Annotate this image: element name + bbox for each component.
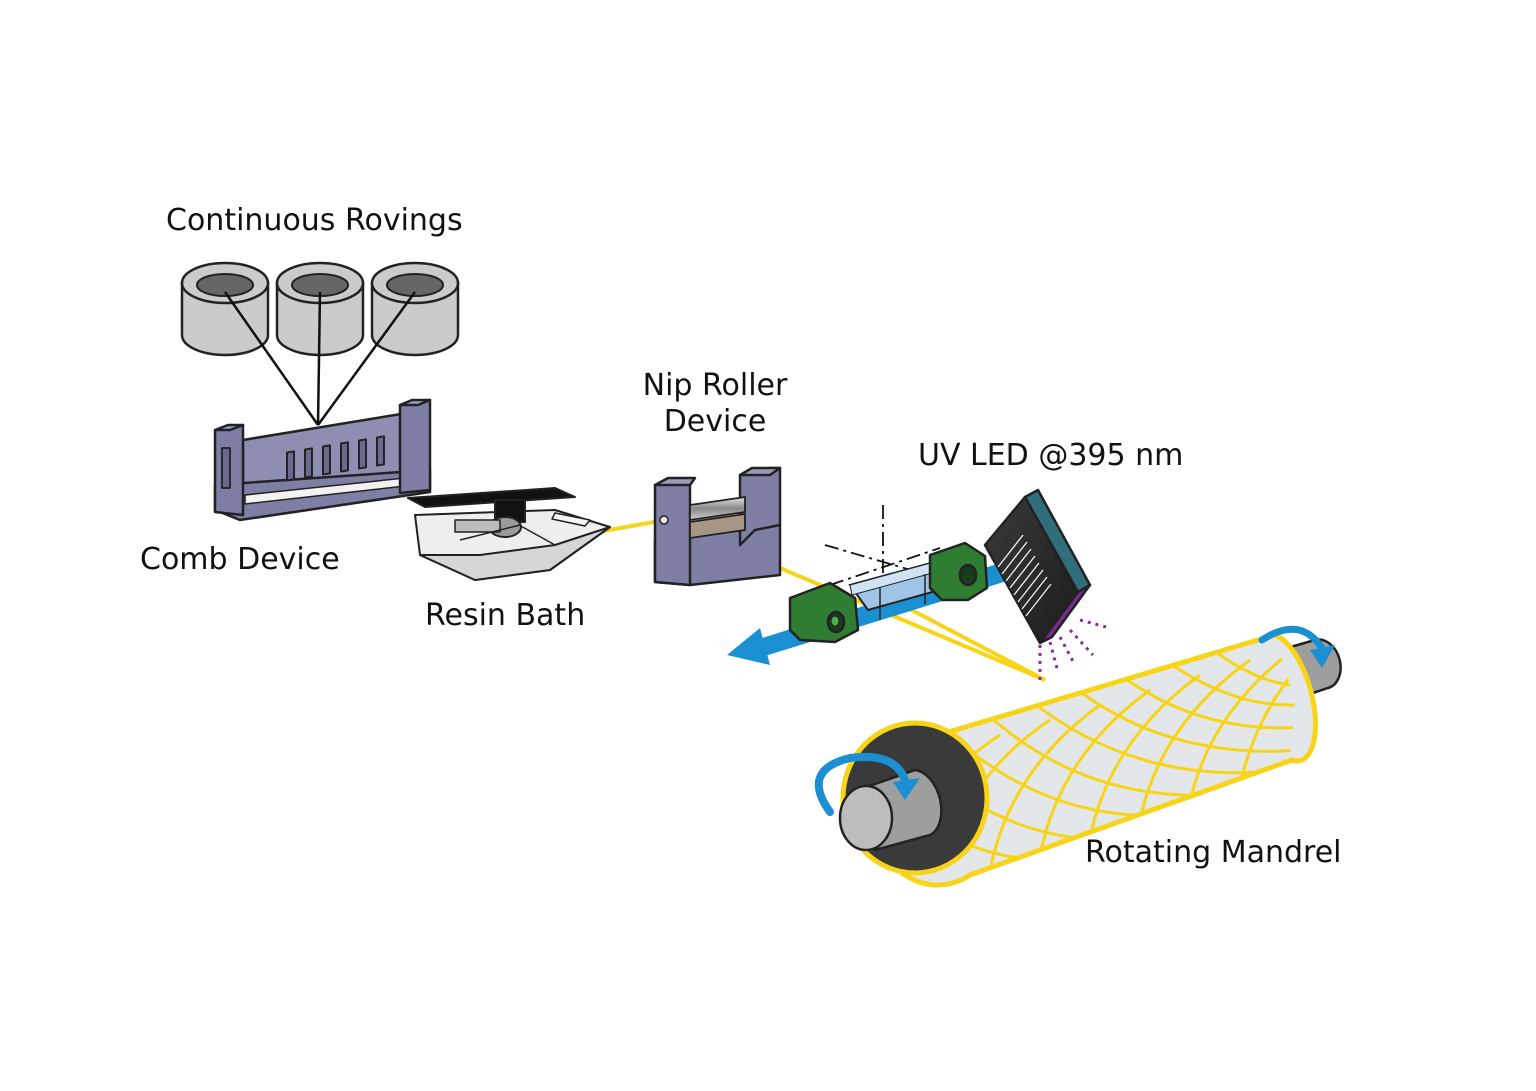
roving-spool: [180, 261, 270, 357]
label-nip-roller-line2: Device: [663, 404, 767, 439]
curved-arrow-head: [1310, 645, 1335, 668]
roving-spool: [370, 261, 460, 357]
label-nip-roller-line1: Nip Roller: [642, 368, 788, 403]
label-resin-bath: Resin Bath: [425, 598, 586, 633]
label-continuous-rovings: Continuous Rovings: [166, 203, 463, 238]
comb-device: [213, 398, 432, 522]
curved-arrow-head: [893, 778, 920, 800]
guide-block: [788, 541, 989, 644]
resin-bath: [407, 487, 611, 581]
roving-fibers: [223, 291, 417, 426]
label-uv-led: UV LED @395 nm: [918, 438, 1184, 473]
label-nip-roller: Nip Roller Device: [615, 368, 815, 440]
label-rotating-mandrel: Rotating Mandrel: [1085, 835, 1342, 870]
uv-light-rays: [1038, 618, 1111, 680]
nip-roller-device: [653, 466, 782, 587]
label-comb-device: Comb Device: [140, 542, 340, 577]
traverse-carriage: [727, 505, 1020, 665]
curved-arrow-icon: [1258, 625, 1326, 652]
uv-led-unit: [983, 488, 1092, 645]
curved-arrow-icon: [814, 753, 909, 816]
roving-spools: [180, 261, 460, 426]
